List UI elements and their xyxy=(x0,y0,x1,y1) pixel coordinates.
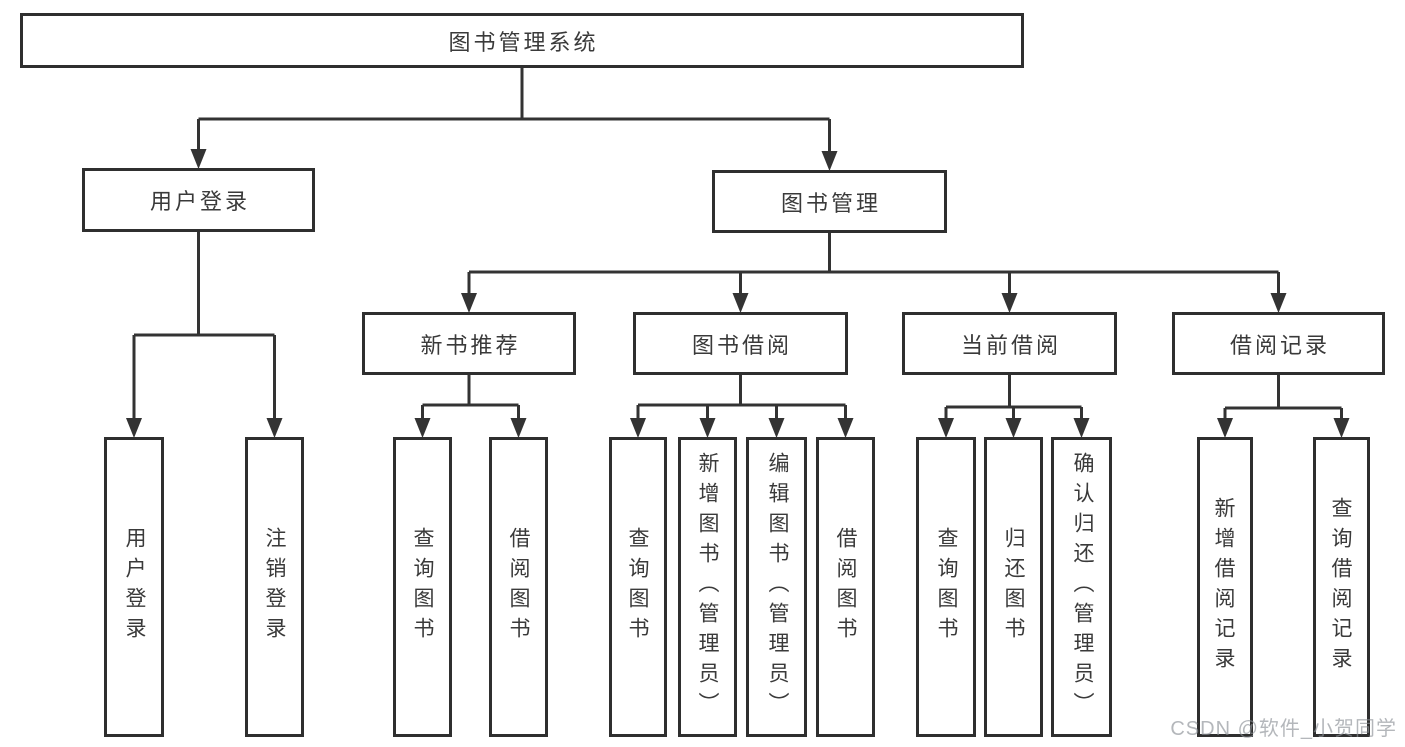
node-u_login: 用户登录 xyxy=(104,437,164,737)
node-r_add: 新增借阅记录 xyxy=(1197,437,1253,737)
node-r_query: 查询借阅记录 xyxy=(1313,437,1370,737)
node-b_query: 查询图书 xyxy=(609,437,667,737)
node-root: 图书管理系统 xyxy=(20,13,1024,68)
node-n_query: 查询图书 xyxy=(393,437,452,737)
node-newrec: 新书推荐 xyxy=(362,312,576,375)
node-login: 用户登录 xyxy=(82,168,315,232)
node-c_return: 归还图书 xyxy=(984,437,1043,737)
node-c_confirm: 确认归还（管理员） xyxy=(1051,437,1112,737)
node-b_add: 新增图书（管理员） xyxy=(678,437,737,737)
node-n_borrow: 借阅图书 xyxy=(489,437,548,737)
node-b_edit: 编辑图书（管理员） xyxy=(746,437,807,737)
node-c_query: 查询图书 xyxy=(916,437,976,737)
node-records: 借阅记录 xyxy=(1172,312,1385,375)
node-current: 当前借阅 xyxy=(902,312,1117,375)
watermark-text: CSDN @软件_小贺同学 xyxy=(1170,718,1397,740)
node-u_logout: 注销登录 xyxy=(245,437,304,737)
node-b_borrow: 借阅图书 xyxy=(816,437,875,737)
node-borrow: 图书借阅 xyxy=(633,312,848,375)
node-mgmt: 图书管理 xyxy=(712,170,947,233)
